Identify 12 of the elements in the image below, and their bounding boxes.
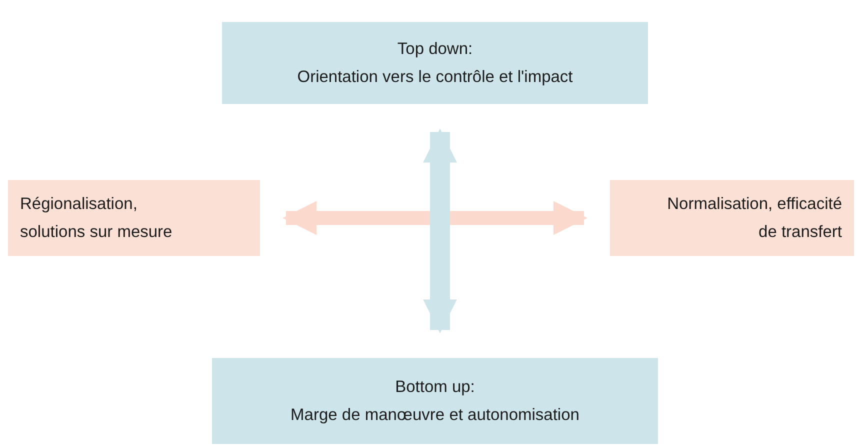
- box-text: Bottom up:: [394, 376, 476, 398]
- box-text: Orientation vers le contrôle et l'impact: [296, 67, 574, 88]
- label-box: [8, 180, 260, 256]
- label-box: [222, 22, 648, 104]
- box-text: Régionalisation, solutions sur mesure: [20, 194, 174, 243]
- double-arrow: [282, 201, 588, 235]
- label-box: [212, 358, 658, 444]
- box-text: Marge de manœuvre et autonomisation: [290, 405, 580, 426]
- double-arrow: [423, 128, 457, 334]
- box-text: Top down:: [396, 38, 474, 60]
- box-text: Normalisation, efficacité de transfert: [666, 194, 842, 243]
- label-box: [610, 180, 854, 256]
